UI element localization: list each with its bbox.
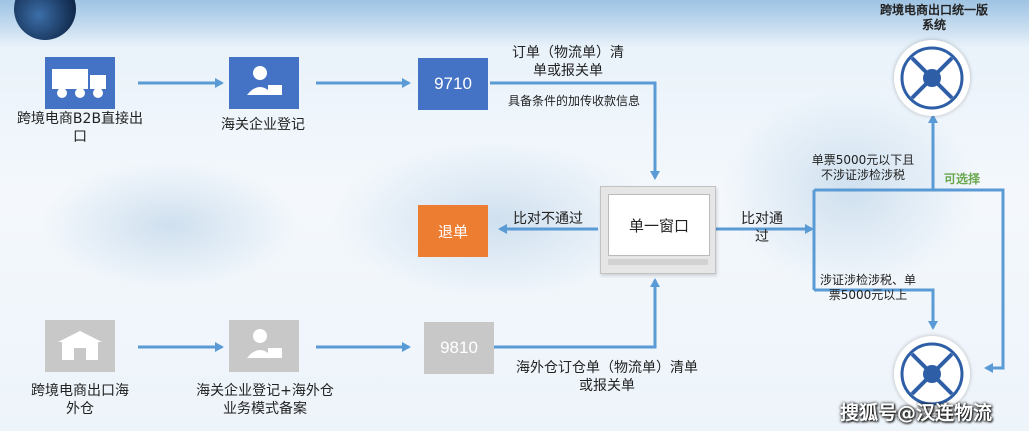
compare-pass-label: 比对通过 (741, 211, 783, 245)
order-top-label: 订单（物流单）清单或报关单 (512, 45, 624, 79)
customs-reg-bottom-label: 海关企业登记+海外仓业务模式备案 (196, 383, 334, 417)
order-bottom-label: 海外仓订仓单（物流单）清单或报关单 (516, 360, 698, 394)
truck-icon-tile (45, 57, 115, 109)
condition-top-label: 单票5000元以下且不涉证涉检涉税 (811, 153, 915, 182)
top-band (0, 0, 1029, 48)
warehouse-icon (58, 331, 102, 360)
customs-emblem-icon (900, 342, 964, 406)
world-map-decoration (40, 160, 300, 290)
customs-officer-gray-tile (229, 320, 299, 372)
person-at-desk-icon (247, 329, 282, 358)
person-at-desk-icon (247, 66, 282, 95)
condition-bottom-label: 涉证涉检涉税、单票5000元以上 (819, 273, 916, 302)
warehouse-icon-tile (45, 320, 115, 372)
single-window-label: 单一窗口 (608, 194, 710, 256)
overseas-export-label: 跨境电商出口海外仓 (31, 383, 129, 417)
payment-note: 具备条件的加传收款信息 (507, 94, 640, 108)
return-order-label: 退单 (437, 222, 468, 241)
optional-label: 可选择 (943, 172, 980, 186)
b2b-export-label: 跨境电商B2B直接出口 (16, 111, 144, 145)
monitor-base (608, 259, 708, 265)
arrow-9710-to-window (490, 81, 660, 180)
customs-emblem-icon (900, 46, 964, 110)
customs-emblem-bottom (894, 336, 970, 412)
arrow-to-h2018 (814, 288, 938, 330)
customs-officer-tile (229, 57, 299, 109)
customs-emblem-top (894, 40, 970, 116)
arrow-9810-to-window (494, 278, 660, 349)
code-9710: 9710 (434, 74, 472, 93)
truck-icon (52, 69, 106, 98)
code-9810: 9810 (440, 338, 478, 357)
return-order-tile: 退单 (418, 205, 488, 257)
code-9710-tile: 9710 (418, 58, 488, 110)
code-9810-tile: 9810 (424, 322, 494, 374)
customs-reg-top-label: 海关企业登记 (221, 117, 305, 133)
compare-fail-label: 比对不通过 (513, 211, 583, 227)
single-window-monitor: 单一窗口 (600, 186, 716, 274)
unified-system-label: 跨境电商出口统一版系统 (880, 3, 989, 32)
arrow-optional-to-h2018 (933, 188, 1005, 373)
watermark: 搜狐号@汉连物流 (840, 402, 993, 424)
h2018-label: H2018系统 (891, 409, 955, 423)
